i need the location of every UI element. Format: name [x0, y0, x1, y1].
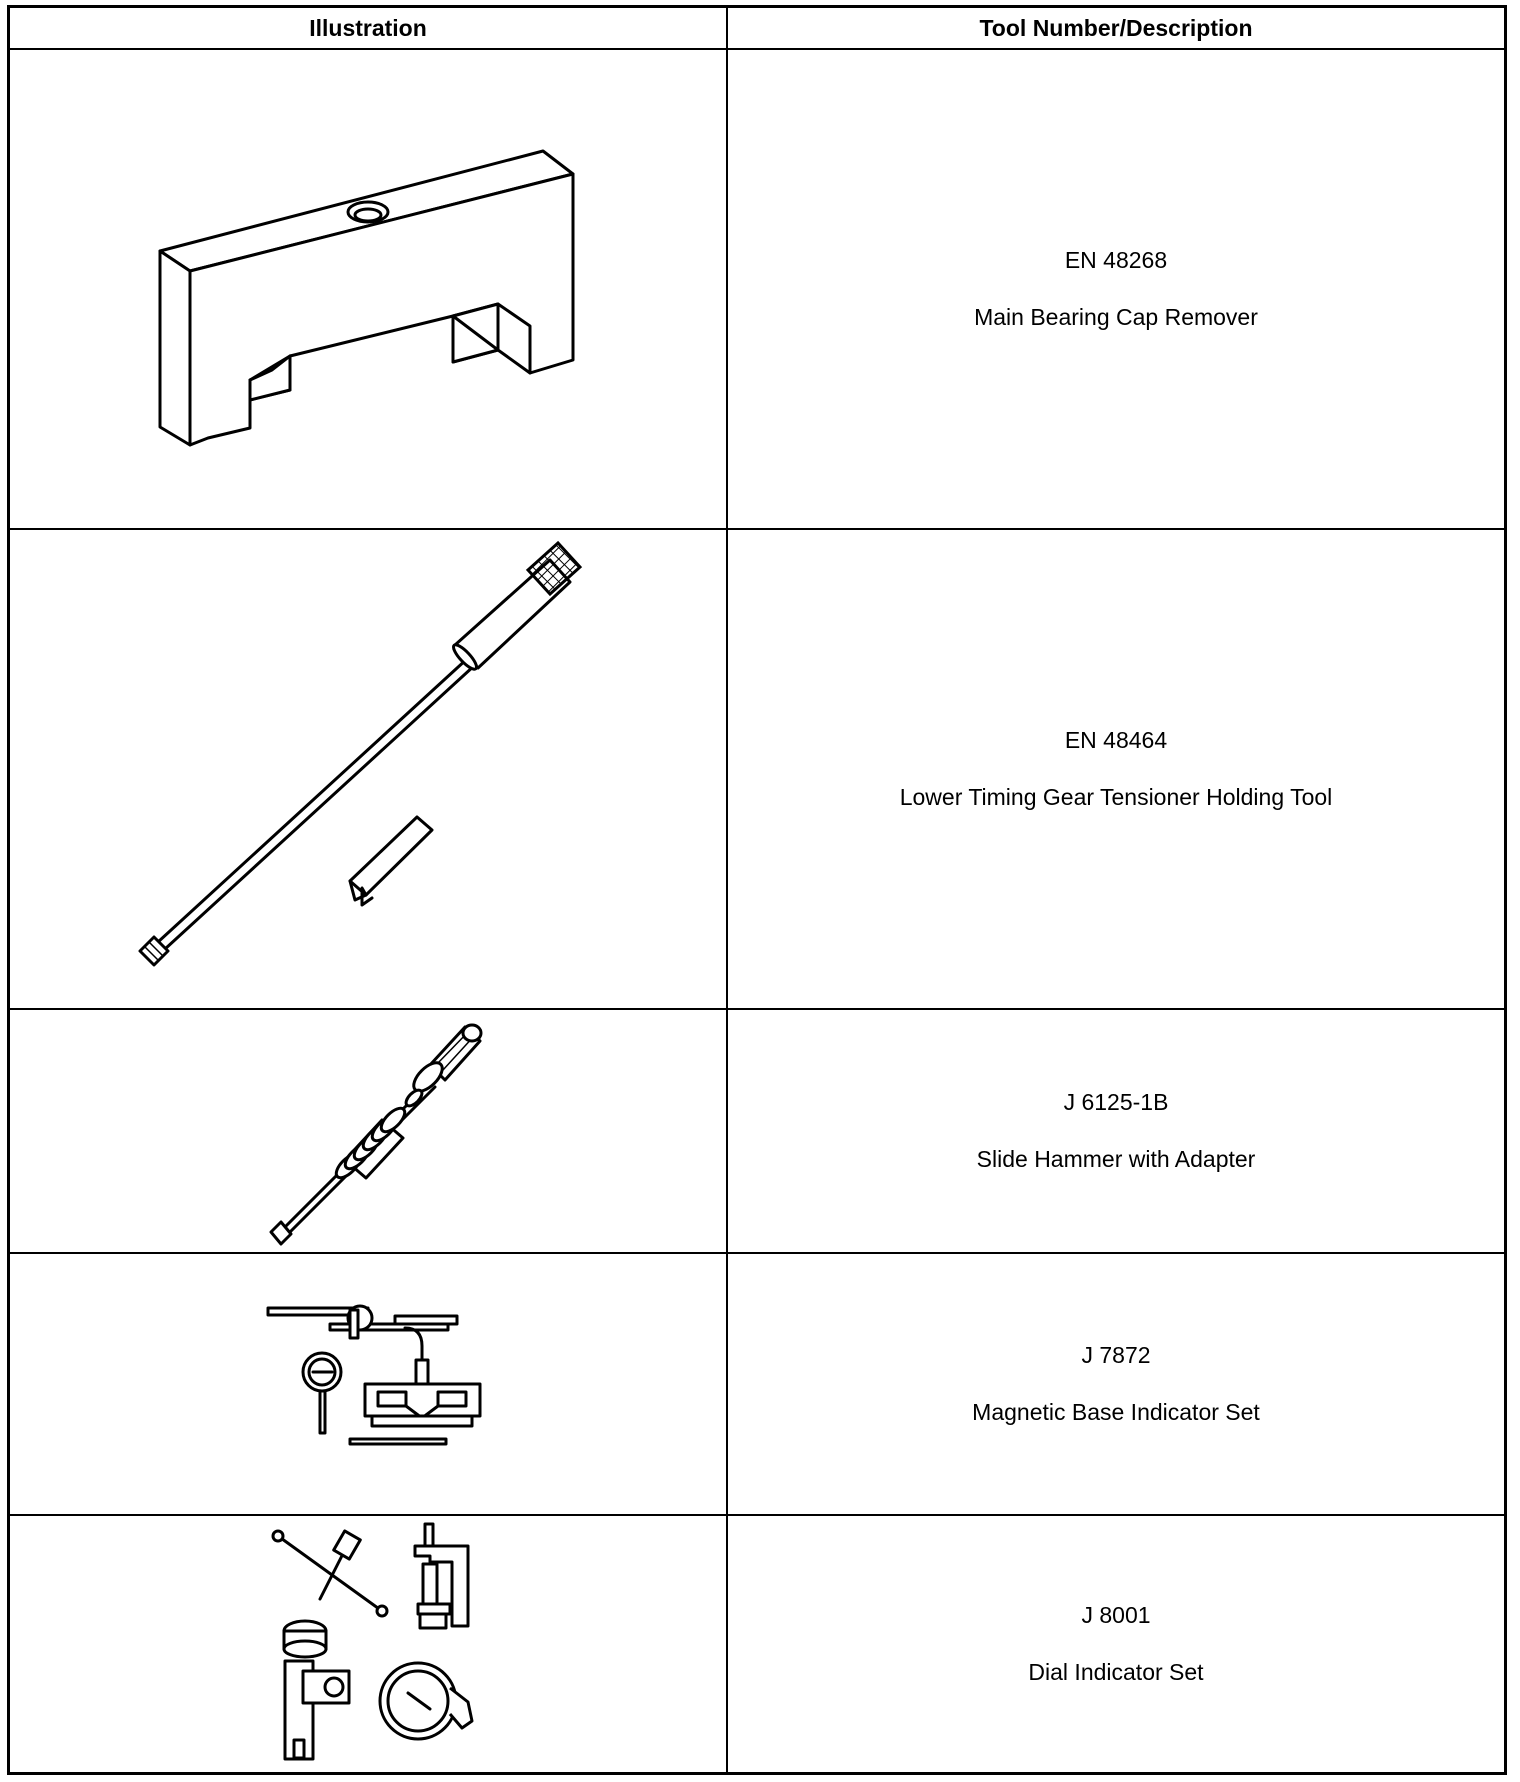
- tool-number: EN 48268: [1064, 247, 1168, 273]
- tool-number: J 6125-1B: [1063, 1089, 1169, 1115]
- illustration-tensioner-holding-tool: [10, 530, 728, 1010]
- header-illustration: Illustration: [10, 8, 728, 50]
- tool-number: J 7872: [1081, 1342, 1151, 1368]
- tool-cell-en-48268: EN 48268 Main Bearing Cap Remover: [728, 50, 1504, 530]
- tool-number: J 8001: [1081, 1602, 1151, 1628]
- illustration-slide-hammer: [10, 1010, 728, 1254]
- tool-description: Dial Indicator Set: [1028, 1659, 1204, 1685]
- header-tool-description: Tool Number/Description: [728, 8, 1504, 50]
- slide-hammer-drawing: [269, 1023, 483, 1246]
- illustration-magnetic-base-indicator: [10, 1254, 728, 1516]
- illustration-main-bearing-cap-remover: [10, 50, 728, 530]
- special-tools-table: Illustration Tool Number/Description EN …: [7, 5, 1507, 1775]
- tool-description: Slide Hammer with Adapter: [976, 1146, 1256, 1172]
- tool-number: EN 48464: [1064, 727, 1168, 753]
- bearing-cap-remover-drawing: [158, 149, 575, 447]
- tool-cell-en-48464: EN 48464 Lower Timing Gear Tensioner Hol…: [728, 530, 1504, 1010]
- tool-description: Lower Timing Gear Tensioner Holding Tool: [899, 784, 1333, 810]
- tool-cell-j-6125-1b: J 6125-1B Slide Hammer with Adapter: [728, 1010, 1504, 1254]
- tool-cell-j-8001: J 8001 Dial Indicator Set: [728, 1516, 1504, 1772]
- tool-description: Main Bearing Cap Remover: [974, 304, 1258, 330]
- tensioner-holding-tool-drawing: [138, 540, 583, 967]
- tool-description: Magnetic Base Indicator Set: [972, 1399, 1260, 1425]
- dial-indicator-set-drawing: [271, 1522, 474, 1761]
- magnetic-base-indicator-drawing: [266, 1304, 482, 1446]
- illustration-dial-indicator-set: [10, 1516, 728, 1772]
- tool-cell-j-7872: J 7872 Magnetic Base Indicator Set: [728, 1254, 1504, 1516]
